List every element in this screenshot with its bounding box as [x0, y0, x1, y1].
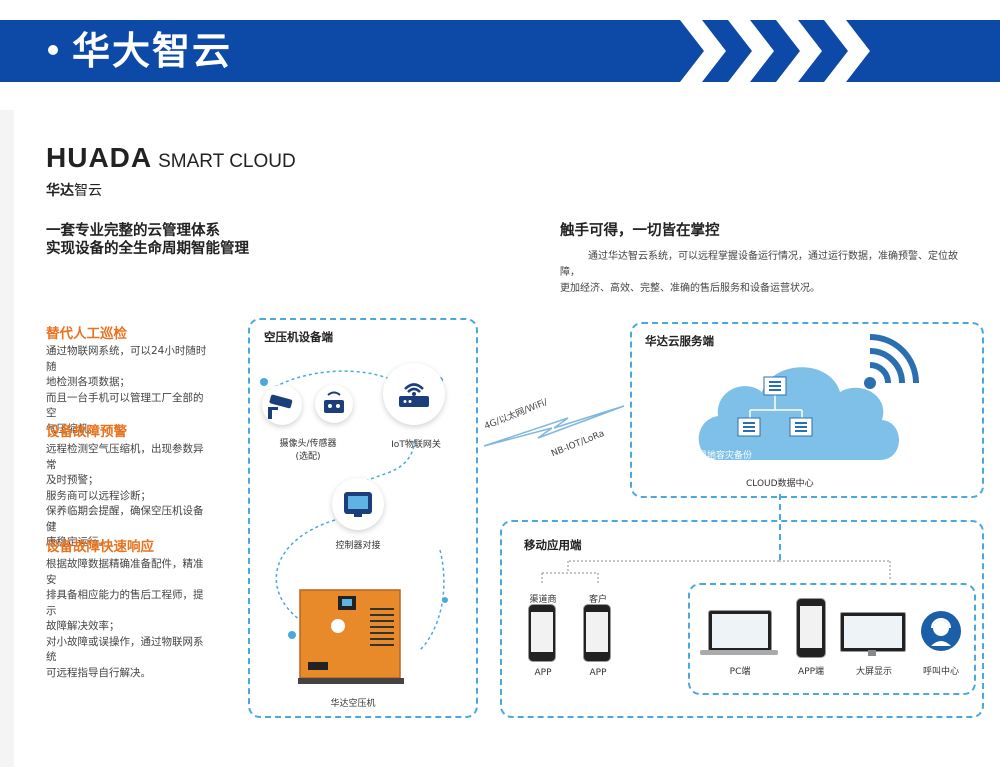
feature-line: 而且一台手机可以管理工厂全部的空: [46, 391, 204, 420]
device-box-title: 空压机设备端: [264, 330, 333, 344]
mobile-tree-connector: [541, 560, 891, 583]
feature-line: 及时预警；: [46, 474, 99, 486]
feature-1: 替代人工巡检 通过物联网系统，可以24小时随时随 地检测各项数据； 而且一台手机…: [46, 322, 211, 437]
screen-stand: [868, 650, 876, 656]
brand-cn-light: 智云: [74, 183, 102, 199]
chevron-arrows-icon: [680, 20, 870, 82]
cloud-icon: [698, 367, 900, 460]
brand-en-light: SMART CLOUD: [158, 151, 296, 172]
feature-line: 通过物联网系统，可以24小时随时随: [46, 345, 207, 373]
label-line: (选配): [295, 452, 321, 462]
app-label: APP: [589, 668, 607, 678]
feature-line: 地检测各项数据；: [46, 376, 130, 388]
page-title: 华大智云: [72, 29, 233, 73]
paragraph-line: 通过华达智云系统，可以远程掌握设备运行情况，通过运行数据，准确预警、定位故障，: [560, 251, 958, 278]
pc-monitor-icon: [708, 610, 772, 652]
phone-icon: [796, 598, 826, 658]
phone-icon: [528, 604, 556, 662]
controller-icon: [332, 478, 384, 530]
app-label: APP: [534, 668, 552, 678]
feature-line: 气压缩机。: [46, 422, 99, 435]
mobile-app-box: [500, 520, 984, 718]
gateway-label: IoT物联网关: [391, 440, 441, 450]
air-compressor-icon: [298, 589, 404, 684]
feature-line: 服务商可以远程诊断；: [46, 489, 151, 502]
feature-line: 排具备相应能力的售后工程师，提示: [46, 589, 204, 617]
device-side-box: [248, 318, 478, 718]
header-banner: 华大智云: [0, 20, 1000, 82]
right-heading: 触手可得，一切皆在掌控: [560, 223, 720, 239]
cloud-service-box: [630, 322, 984, 498]
wifi-icon: [864, 334, 919, 389]
brand-cn-bold: 华达: [46, 183, 74, 199]
feature-title: 替代人工巡检: [46, 326, 127, 342]
datacenter-label: CLOUD数据中心: [746, 479, 814, 489]
compressor-label: 华达空压机: [330, 699, 376, 709]
feature-title: 设备故障预警: [46, 424, 127, 440]
sensor-icon: [315, 385, 353, 423]
big-screen-icon: [840, 612, 906, 652]
headset-icon: [921, 611, 961, 651]
mobile-box-title: 移动应用端: [524, 538, 582, 552]
terminal-label-screen: 大屏显示: [855, 667, 892, 677]
left-heading-line: 实现设备的全生命周期智能管理: [46, 241, 249, 257]
terminals-box: [688, 583, 976, 695]
right-paragraph: 通过华达智云系统，可以远程掌握设备运行情况，通过运行数据，准确预警、定位故障， …: [560, 249, 960, 297]
feature-line: 可远程指导自行解决。: [46, 666, 151, 679]
feature-line: 故障解决效率；: [46, 620, 120, 632]
brand-cn: 华达智云: [46, 180, 102, 200]
left-heading-line: 一套专业完整的云管理体系: [46, 223, 220, 239]
controller-label: 控制器对接: [335, 541, 381, 551]
terminal-label-pc: PC端: [729, 667, 751, 677]
camera-icon: [262, 385, 302, 425]
camera-sensor-label: 摄像头/传感器 (选配): [268, 436, 348, 462]
brand-en-bold: HUADA: [46, 142, 153, 173]
user-label-dealer: 渠道商: [529, 595, 557, 605]
label-line: 摄像头/传感器: [279, 439, 337, 449]
feature-line: 保养临期会提醒，确保空压机设备健: [46, 505, 204, 533]
feature-line: 对小故障或误操作，通过物联网系统: [46, 635, 204, 664]
feature-title: 设备故障快速响应: [46, 539, 154, 555]
iot-gateway-icon: [383, 363, 445, 425]
laptop-base: [700, 650, 778, 655]
terminal-label-app: APP端: [797, 667, 824, 677]
feature-3: 设备故障快速响应 根据故障数据精确准备配件，精准安 排具备相应能力的售后工程师，…: [46, 535, 211, 681]
terminal-label-call: 呼叫中心: [922, 667, 959, 677]
cloud-box-title: 华达云服务端: [645, 334, 714, 348]
backup-label: 异地容灾备份: [698, 451, 753, 461]
feature-line: 根据故障数据精确准备配件，精准安: [46, 558, 204, 586]
side-strip: [0, 110, 14, 767]
feature-line: 远程检测空气压缩机，出现参数异常: [46, 443, 204, 471]
cloud-to-mobile-connector: [779, 494, 781, 560]
feature-2: 设备故障预警 远程检测空气压缩机，出现参数异常 及时预警； 服务商可以远程诊断；…: [46, 420, 211, 551]
phone-icon: [583, 604, 611, 662]
lightning-link-icon: [483, 405, 625, 447]
feature-line: 康稳定运行。: [46, 536, 109, 548]
user-label-customer: 客户: [588, 595, 607, 605]
paragraph-line: 更加经济、高效、完整、准确的售后服务和设备运营状况。: [560, 283, 820, 294]
left-heading: 一套专业完整的云管理体系 实现设备的全生命周期智能管理: [46, 222, 249, 258]
bullet-icon: [48, 45, 58, 55]
